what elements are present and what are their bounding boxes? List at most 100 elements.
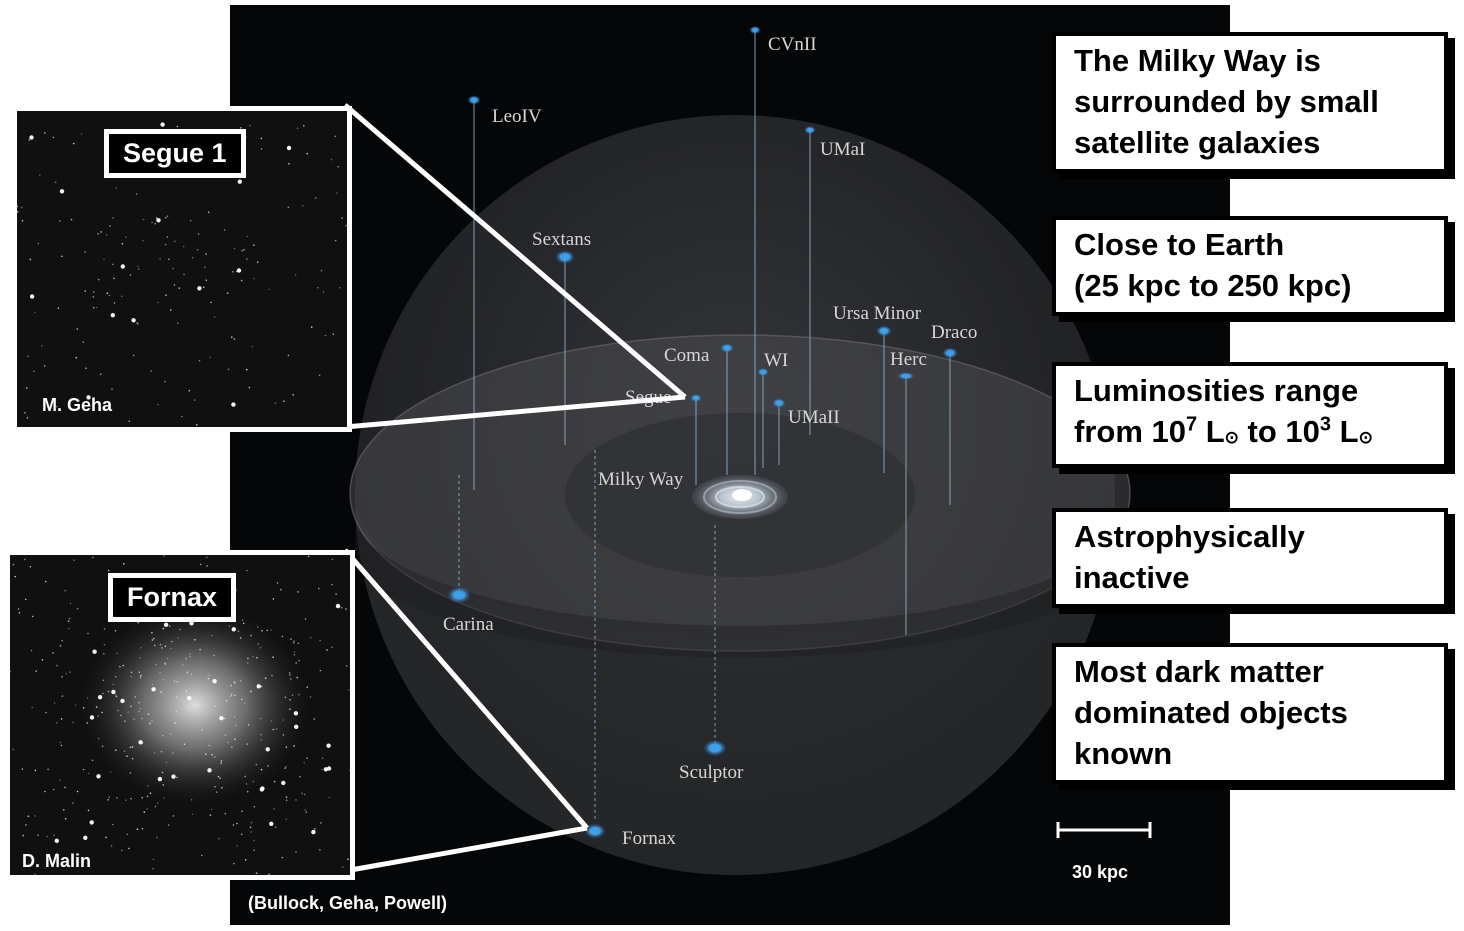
- star: [21, 220, 24, 222]
- star: [257, 626, 259, 628]
- star: [231, 627, 236, 632]
- star: [177, 637, 179, 639]
- star: [253, 849, 255, 851]
- star: [168, 258, 170, 261]
- star: [309, 696, 312, 698]
- star: [284, 767, 286, 769]
- star: [117, 709, 119, 712]
- star: [249, 124, 251, 127]
- star: [230, 684, 232, 687]
- star: [92, 296, 95, 298]
- star: [34, 769, 37, 772]
- star: [128, 847, 130, 850]
- star: [174, 722, 176, 724]
- star: [304, 618, 307, 620]
- star: [176, 125, 179, 128]
- star: [313, 718, 316, 720]
- star: [162, 678, 165, 681]
- star: [304, 809, 306, 811]
- star: [52, 788, 55, 791]
- star: [295, 662, 297, 664]
- star: [92, 306, 95, 309]
- star: [208, 674, 211, 677]
- star: [348, 689, 350, 691]
- star: [242, 622, 245, 625]
- fornax-label: Fornax: [622, 828, 676, 849]
- star: [165, 761, 168, 764]
- star: [246, 569, 248, 572]
- star: [267, 765, 269, 767]
- star: [169, 733, 172, 735]
- fact-box-dark-matter: Most dark matter dominated objects known: [1052, 643, 1448, 784]
- star: [160, 122, 165, 127]
- star: [235, 270, 238, 273]
- cvnii-galaxy-core: [752, 28, 758, 32]
- star: [170, 647, 172, 650]
- star: [113, 277, 115, 280]
- star: [103, 628, 106, 630]
- sextans-galaxy-core: [560, 253, 570, 261]
- star: [31, 706, 33, 709]
- star: [314, 828, 316, 830]
- star: [297, 642, 300, 645]
- star: [252, 780, 255, 783]
- star: [310, 326, 313, 328]
- star: [302, 205, 304, 207]
- star: [331, 558, 334, 561]
- herc-galaxy-core: [901, 374, 911, 378]
- star: [26, 417, 29, 419]
- star: [68, 617, 71, 620]
- star: [164, 380, 166, 383]
- star: [307, 555, 310, 558]
- star: [121, 849, 123, 852]
- star: [107, 799, 109, 801]
- star: [143, 811, 146, 813]
- star: [246, 368, 248, 371]
- star: [237, 630, 240, 633]
- star: [290, 678, 292, 680]
- star: [29, 566, 32, 568]
- star: [99, 373, 102, 376]
- star: [173, 680, 176, 682]
- star: [260, 685, 263, 688]
- star: [236, 268, 242, 273]
- zoom-connectors: [343, 103, 687, 874]
- star: [235, 724, 237, 727]
- fact-line: Luminosities range: [1074, 373, 1359, 408]
- segue-galaxy-core: [693, 396, 699, 400]
- star: [321, 757, 324, 760]
- star: [70, 218, 73, 221]
- star: [28, 139, 30, 141]
- star: [236, 822, 238, 825]
- star: [214, 705, 217, 708]
- star: [35, 670, 37, 672]
- star: [97, 695, 103, 700]
- star: [289, 698, 291, 701]
- star: [114, 693, 117, 696]
- star: [246, 662, 249, 664]
- star: [69, 602, 72, 605]
- star: [209, 814, 212, 816]
- star: [244, 859, 247, 861]
- star: [285, 799, 288, 801]
- star: [246, 743, 248, 745]
- star: [178, 287, 181, 289]
- solar-symbol-icon: ⊙: [1358, 428, 1373, 447]
- star: [318, 374, 321, 377]
- star: [18, 611, 21, 614]
- fornax-star-field: [10, 555, 350, 875]
- star: [126, 833, 129, 836]
- star: [280, 588, 282, 591]
- star: [293, 640, 295, 643]
- star: [260, 148, 263, 150]
- sextans-label: Sextans: [532, 229, 591, 250]
- star: [236, 845, 238, 847]
- star: [245, 783, 248, 785]
- star: [112, 823, 114, 826]
- star: [120, 295, 123, 298]
- star: [33, 370, 35, 373]
- star: [303, 124, 305, 127]
- star: [317, 286, 319, 289]
- star: [281, 856, 284, 859]
- star: [273, 780, 276, 783]
